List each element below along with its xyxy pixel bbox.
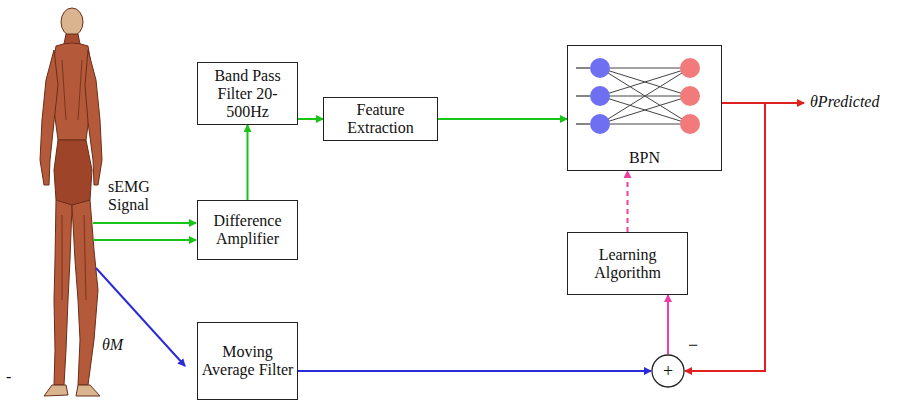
filter-box: Moving Average Filter (197, 322, 298, 400)
human-figure (40, 8, 102, 396)
signal-connector (438, 118, 567, 120)
signal-connector (298, 370, 651, 372)
sign-label: − (688, 336, 698, 354)
box-label: Band Pass Filter 20-500Hz (198, 67, 297, 121)
summing-junction: + (651, 354, 685, 388)
signal-label: sEMG Signal (108, 178, 168, 214)
network-label: BPN (626, 149, 663, 167)
angle-label: θM (102, 336, 123, 354)
box-label: Learning Algorithm (568, 246, 687, 282)
filter-box: Band Pass Filter 20-500Hz (197, 62, 298, 125)
output-wire (765, 102, 804, 104)
network-box: BPN (567, 45, 722, 171)
process-box: Feature Extraction (323, 97, 438, 141)
semg-wire (93, 239, 196, 241)
box-label: Moving Average Filter (198, 343, 297, 379)
angle-wire (96, 268, 185, 366)
signal-connector (667, 295, 669, 354)
junction-sign: + (663, 362, 673, 380)
neural-network-icon (568, 48, 723, 148)
stray-mark: - (6, 368, 11, 386)
output-label: θPredicted (810, 93, 879, 111)
box-label: Difference Amplifier (198, 212, 297, 248)
signal-connector (627, 171, 629, 232)
signal-connector (298, 118, 323, 120)
amplifier-box: Difference Amplifier (197, 200, 298, 260)
semg-wire (93, 222, 196, 224)
process-box: Learning Algorithm (567, 232, 688, 295)
signal-connector (247, 125, 249, 200)
box-label: Feature Extraction (324, 101, 437, 137)
